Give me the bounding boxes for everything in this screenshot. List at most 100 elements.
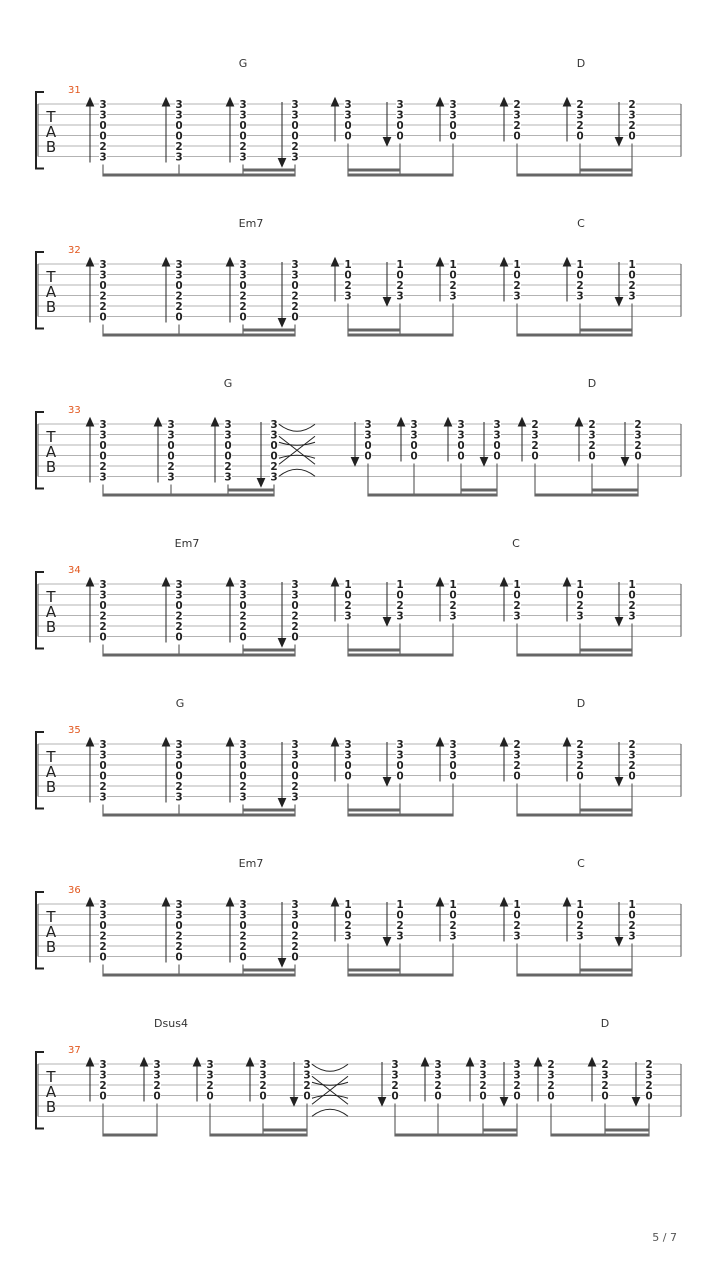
upstroke-arrow-head [225, 256, 235, 267]
fret-bg [99, 631, 107, 642]
eighth-beam [551, 1133, 649, 1137]
fret-number: 0 [576, 589, 583, 601]
fret-bg [628, 920, 636, 930]
fret-number: 0 [628, 269, 635, 281]
fret-bg [547, 1069, 555, 1080]
fret-number: 2 [291, 621, 298, 633]
upstroke-arrow-head [562, 896, 572, 907]
fret-bg [344, 269, 352, 280]
fret-number: 3 [531, 429, 538, 441]
fret-bg [645, 1059, 653, 1069]
fret-bg [291, 99, 299, 109]
fret-bg [434, 1059, 442, 1069]
fret-number: 3 [457, 429, 464, 441]
fret-bg [479, 1080, 487, 1090]
fret-number: 0 [396, 760, 403, 772]
fret-number: 2 [99, 941, 106, 953]
fret-bg [457, 450, 465, 461]
eighth-beam [517, 333, 632, 337]
upstroke-arrow-head [85, 256, 95, 267]
fret-number: 0 [175, 631, 182, 643]
tab-clef-letter: B [46, 458, 56, 476]
fret-bg [291, 151, 299, 162]
fret-number: 2 [99, 930, 106, 942]
fret-bg [396, 899, 404, 909]
sixteenth-beam [580, 328, 632, 332]
fret-bg [576, 280, 584, 290]
fret-bg [479, 1090, 487, 1101]
fret-number: 0 [99, 760, 106, 772]
fret-number: 0 [396, 770, 403, 782]
fret-bg [576, 600, 584, 610]
fret-bg [239, 749, 247, 760]
fret-bg [239, 739, 247, 749]
fret-bg [175, 770, 183, 781]
fret-bg [576, 259, 584, 269]
fret-bg [224, 419, 232, 429]
fret-bg [175, 141, 183, 151]
fret-number: 2 [291, 930, 298, 942]
fret-number: 1 [628, 579, 635, 591]
fret-bg [576, 739, 584, 749]
fret-number: 3 [513, 1069, 520, 1081]
fret-number: 0 [628, 909, 635, 921]
fret-bg [547, 1080, 555, 1090]
fret-number: 0 [291, 951, 298, 963]
fret-number: 2 [344, 920, 351, 932]
upstroke-arrow-head [499, 576, 509, 587]
fret-number: 2 [628, 739, 635, 751]
fret-number: 0 [270, 440, 277, 452]
tab-clef-letter: T [45, 1068, 56, 1086]
fret-bg [291, 141, 299, 151]
fret-bg [99, 440, 107, 450]
fret-number: 3 [99, 419, 106, 431]
fret-number: 2 [175, 621, 182, 633]
fret-bg [396, 280, 404, 290]
fret-number: 0 [344, 589, 351, 601]
upstroke-arrow-head [499, 896, 509, 907]
fret-bg [576, 909, 584, 920]
fret-number: 3 [449, 749, 456, 761]
fret-number: 3 [449, 930, 456, 942]
fret-number: 0 [364, 440, 371, 452]
fret-number: 3 [364, 419, 371, 431]
fret-bg [449, 760, 457, 770]
fret-bg [576, 579, 584, 589]
fret-bg [153, 1059, 161, 1069]
upstroke-arrow-head [330, 736, 340, 747]
fret-bg [449, 920, 457, 930]
fret-bg [396, 770, 404, 781]
sixteenth-beam [605, 1128, 649, 1132]
fret-bg [513, 1059, 521, 1069]
fret-number: 2 [99, 610, 106, 622]
fret-bg [99, 301, 107, 311]
eighth-beam [517, 653, 632, 657]
fret-number: 3 [396, 99, 403, 111]
fret-bg [99, 621, 107, 631]
downstroke-arrow-head [277, 318, 287, 328]
fret-number: 2 [628, 99, 635, 111]
fret-bg [513, 610, 521, 621]
fret-bg [239, 280, 247, 290]
fret-bg [99, 99, 107, 109]
fret-bg [396, 130, 404, 141]
downstroke-arrow-head [289, 1097, 299, 1107]
fret-bg [410, 450, 418, 461]
fret-number: 0 [99, 600, 106, 612]
fret-number: 0 [259, 1090, 266, 1102]
fret-bg [99, 429, 107, 440]
upstroke-arrow-head [85, 576, 95, 587]
downstroke-arrow-head [382, 137, 392, 147]
fret-number: 3 [344, 109, 351, 121]
fret-number: 0 [396, 269, 403, 281]
upstroke-arrow-head [533, 1056, 543, 1067]
fret-number: 3 [434, 1059, 441, 1071]
eighth-beam [103, 333, 295, 337]
fret-number: 3 [175, 99, 182, 111]
fret-number: 0 [344, 760, 351, 772]
